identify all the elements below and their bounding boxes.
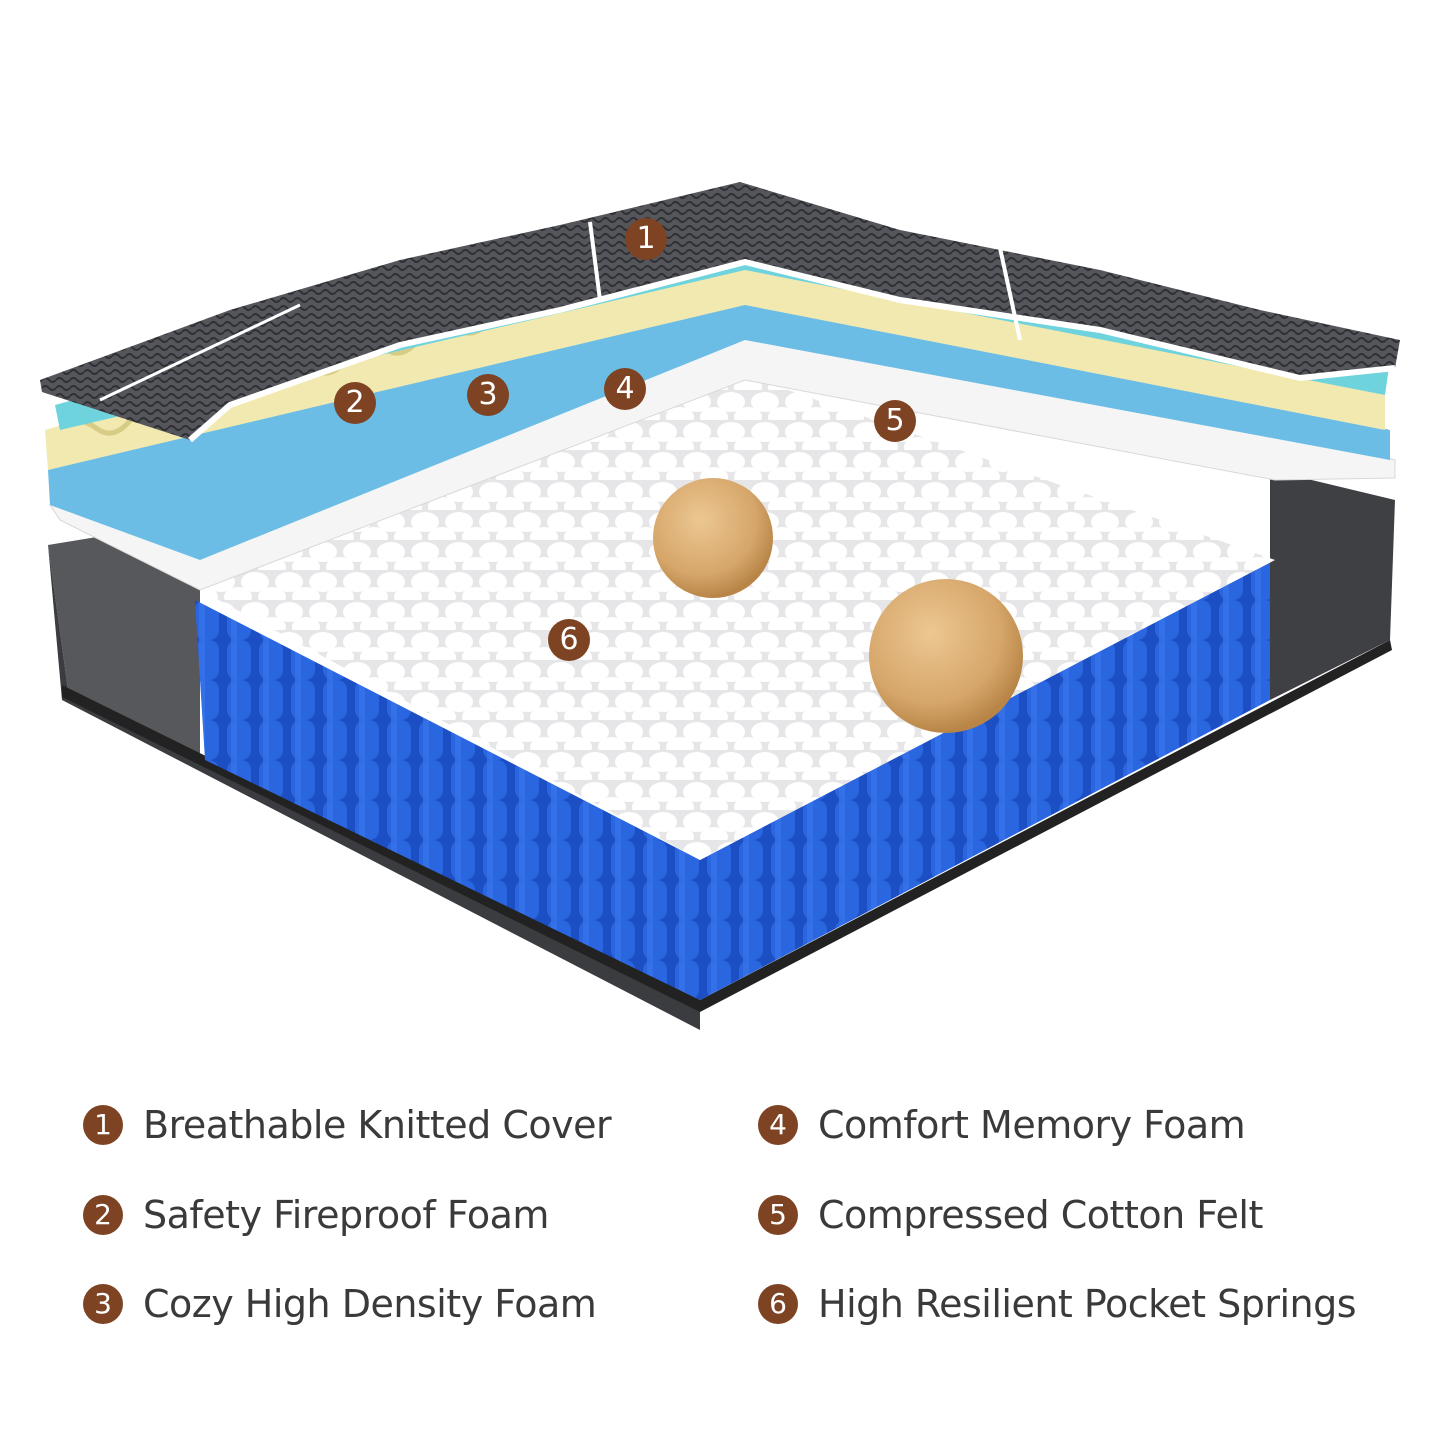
legend-item-2: 2 Safety Fireproof Foam: [83, 1190, 549, 1240]
layer-marker-4: 4: [604, 368, 646, 410]
mattress-layers-graphic: [40, 182, 1400, 1030]
test-ball-2: [869, 579, 1023, 733]
legend-item-4: 4 Comfort Memory Foam: [758, 1100, 1246, 1150]
legend-number-3: 3: [83, 1284, 123, 1324]
legend-number-4: 4: [758, 1105, 798, 1145]
layer-marker-3: 3: [467, 374, 509, 416]
legend-label-3: Cozy High Density Foam: [143, 1282, 597, 1326]
legend-label-6: High Resilient Pocket Springs: [818, 1282, 1357, 1326]
layer-marker-5: 5: [874, 400, 916, 442]
legend-item-3: 3 Cozy High Density Foam: [83, 1279, 597, 1329]
legend-label-4: Comfort Memory Foam: [818, 1103, 1246, 1147]
legend-number-5: 5: [758, 1195, 798, 1235]
layer-legend: 1 Breathable Knitted Cover 2 Safety Fire…: [0, 1090, 1445, 1350]
layer-marker-2: 2: [334, 382, 376, 424]
layer-marker-1: 1: [625, 218, 667, 260]
legend-item-6: 6 High Resilient Pocket Springs: [758, 1279, 1357, 1329]
legend-label-1: Breathable Knitted Cover: [143, 1103, 612, 1147]
legend-number-1: 1: [83, 1105, 123, 1145]
test-ball-1: [653, 478, 773, 598]
legend-item-1: 1 Breathable Knitted Cover: [83, 1100, 612, 1150]
legend-number-2: 2: [83, 1195, 123, 1235]
legend-item-5: 5 Compressed Cotton Felt: [758, 1190, 1263, 1240]
legend-label-2: Safety Fireproof Foam: [143, 1193, 549, 1237]
legend-label-5: Compressed Cotton Felt: [818, 1193, 1263, 1237]
layer-marker-6: 6: [548, 619, 590, 661]
mattress-illustration: 1 2 3 4 5 6: [40, 182, 1400, 1030]
legend-number-6: 6: [758, 1284, 798, 1324]
